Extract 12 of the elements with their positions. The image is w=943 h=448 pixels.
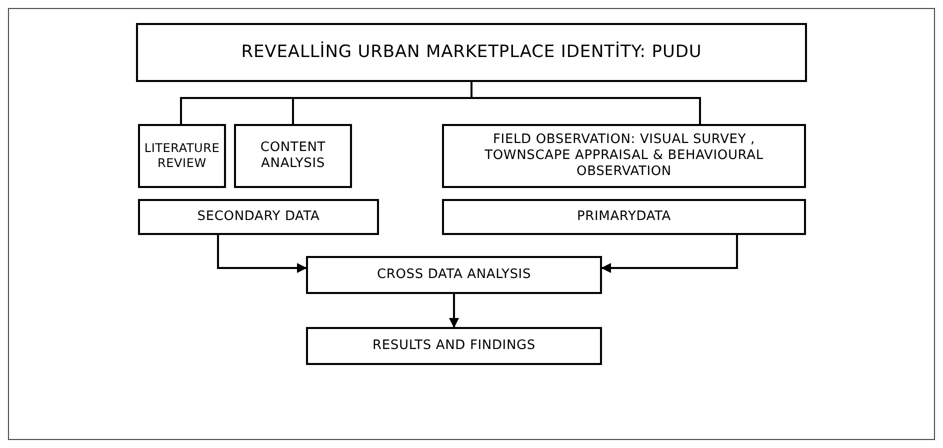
process-box: CROSS DATA ANALYSIS [306,256,602,294]
connector-line [470,82,701,124]
arrow [217,235,307,273]
process-box: CONTENT ANALYSIS [234,124,352,188]
process-box: LITERATURE REVIEW [138,124,226,188]
process-box: PRIMARYDATA [442,199,806,235]
arrow [601,235,738,273]
arrow [449,294,459,328]
process-box: FIELD OBSERVATION: VISUAL SURVEY , TOWNSCAPE APPRAISAL & BEHAVIOURAL OBSERVATION [442,124,806,188]
process-box: SECONDARY DATA [138,199,379,235]
process-box: RESULTS AND FINDINGS [306,327,602,365]
process-box: REVEALLİNG URBAN MARKETPLACE IDENTİTY: PUDU [136,23,807,82]
